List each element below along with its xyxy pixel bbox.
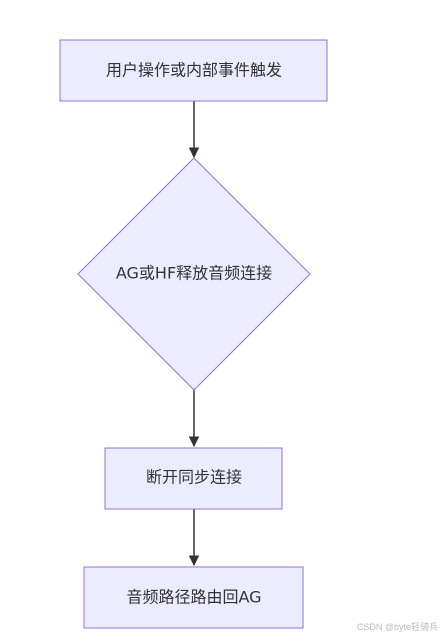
- node-release[interactable]: AG或HF释放音频连接: [77, 157, 311, 391]
- node-route-label: 音频路径路由回AG: [126, 588, 261, 607]
- node-trigger-box: [59, 39, 328, 102]
- node-disconnect[interactable]: 断开同步连接: [104, 447, 283, 510]
- node-route[interactable]: 音频路径路由回AG: [83, 566, 304, 629]
- node-release-label: AG或HF释放音频连接: [116, 264, 272, 283]
- node-trigger[interactable]: 用户操作或内部事件触发: [59, 39, 328, 102]
- node-disconnect-box: [104, 447, 283, 510]
- node-disconnect-label: 断开同步连接: [146, 468, 242, 487]
- watermark: CSDN @byte轻骑兵: [356, 622, 438, 632]
- node-trigger-label: 用户操作或内部事件触发: [106, 61, 282, 80]
- node-route-box: [83, 566, 304, 629]
- node-release-diamond: [77, 157, 311, 391]
